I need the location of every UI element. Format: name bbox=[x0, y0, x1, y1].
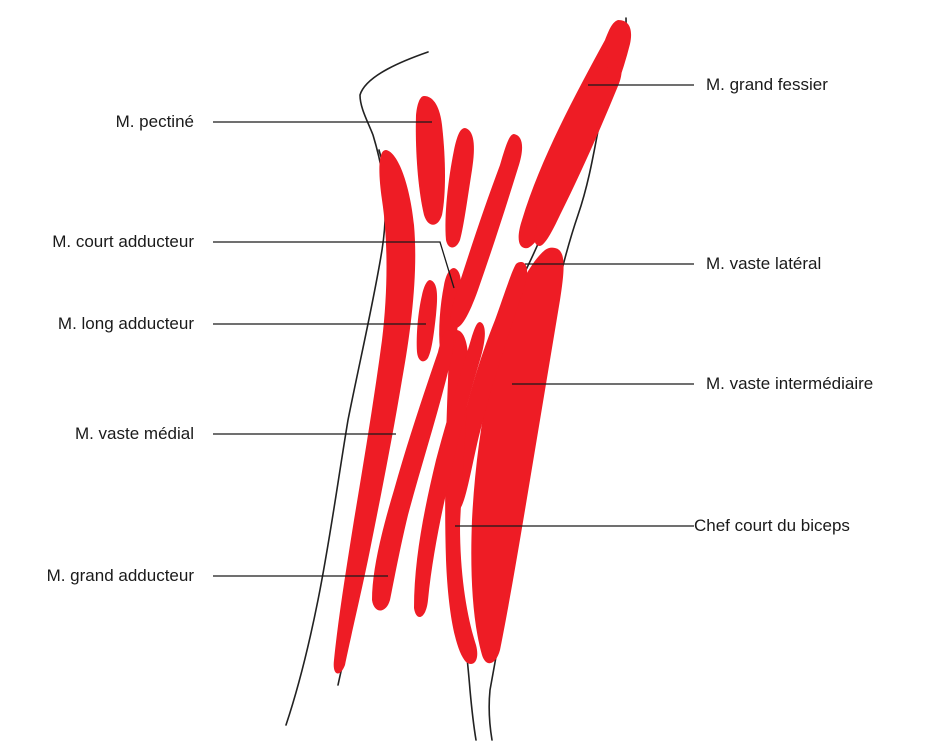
label-grand-fessier: M. grand fessier bbox=[706, 75, 828, 95]
label-court-adducteur: M. court adducteur bbox=[52, 232, 194, 252]
muscle-grand-fessier bbox=[519, 20, 631, 248]
muscle-long-adducteur bbox=[417, 280, 437, 361]
label-biceps-chef-court: Chef court du biceps bbox=[694, 516, 850, 536]
label-vaste-intermediaire: M. vaste intermédiaire bbox=[706, 374, 873, 394]
label-vaste-medial: M. vaste médial bbox=[75, 424, 194, 444]
label-vaste-lateral: M. vaste latéral bbox=[706, 254, 821, 274]
leg-outline-medial bbox=[286, 52, 428, 725]
label-long-adducteur: M. long adducteur bbox=[58, 314, 194, 334]
muscle-court-adducteur-upper bbox=[445, 128, 473, 248]
label-pectine: M. pectiné bbox=[116, 112, 194, 132]
label-grand-adducteur: M. grand adducteur bbox=[47, 566, 194, 586]
muscle-vaste-intermediaire bbox=[471, 248, 563, 664]
muscle-pectine bbox=[416, 96, 445, 225]
